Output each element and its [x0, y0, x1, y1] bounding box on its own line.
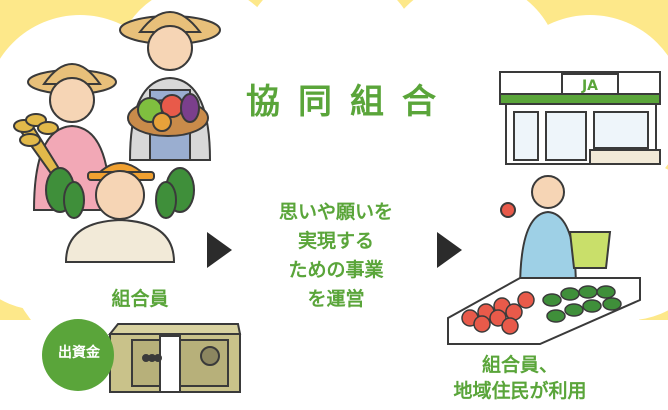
ja-store-icon: [499, 71, 661, 165]
shopper-woman-icon: [500, 175, 612, 291]
capital-badge-circle: [42, 319, 114, 391]
users-description: 組合員、 地域住民が利用: [420, 352, 620, 404]
arrow-right-icon: [437, 232, 462, 268]
business-line: を運営: [307, 288, 365, 310]
members-label: 組合員: [111, 288, 169, 310]
business-line: ための事業: [288, 259, 384, 281]
store-sign: JA: [581, 78, 599, 94]
business-line: 実現する: [297, 230, 374, 252]
money-bundle-icon: [107, 323, 242, 393]
users-line: 地域住民が利用: [453, 380, 587, 402]
vegetable-stand-icon: [447, 277, 641, 345]
arrow-right-icon: [207, 232, 232, 268]
users-line: 組合員、: [481, 354, 558, 376]
boy-farmer-icon: [45, 162, 195, 263]
business-description: 思いや願いを 実現する ための事業 を運営: [236, 198, 436, 314]
capital-badge-label: 出資金: [58, 345, 100, 361]
diagram-title: 協同組合: [246, 82, 454, 122]
business-line: 思いや願いを: [278, 201, 393, 223]
elderly-farmer-icon: [119, 11, 221, 161]
